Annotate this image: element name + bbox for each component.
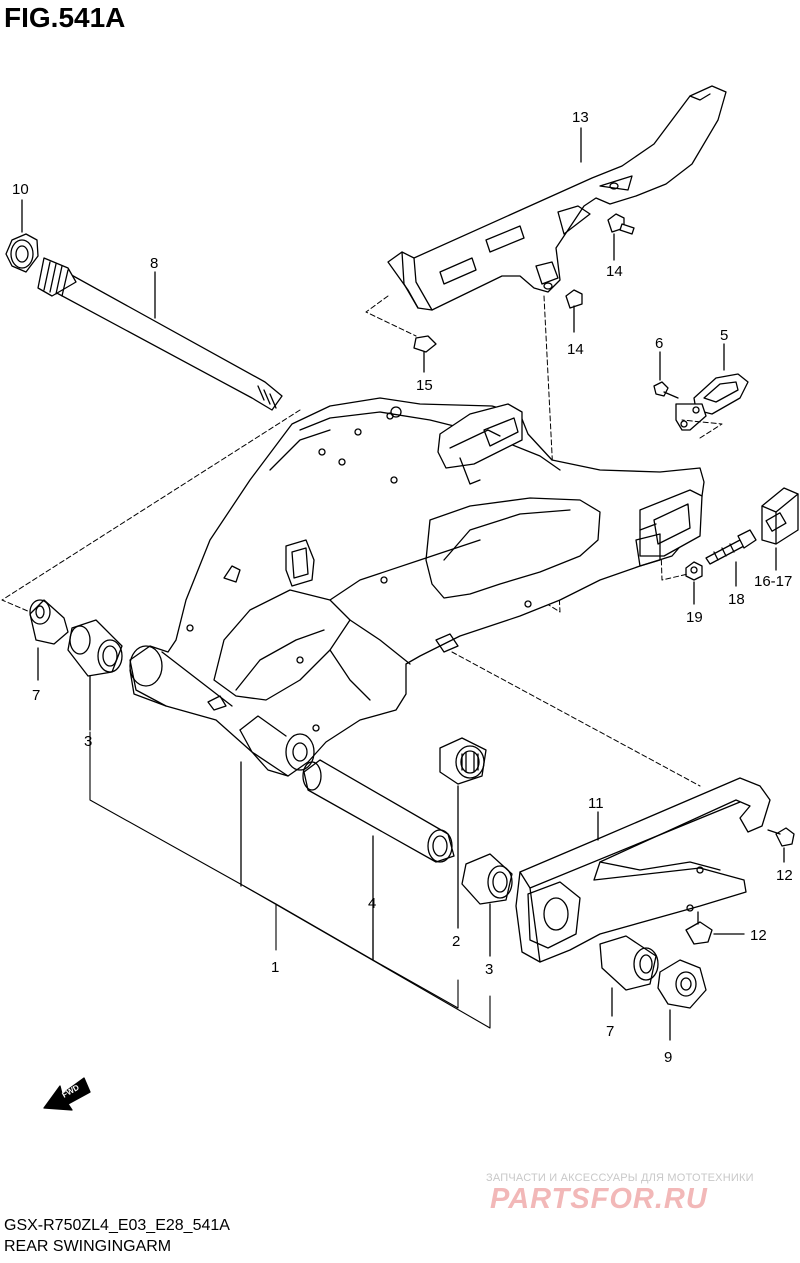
callout-12-lower: 12 (750, 927, 767, 944)
callout-9: 9 (664, 1049, 672, 1066)
callout-19: 19 (686, 609, 703, 626)
part-4-pivot-sleeve (303, 760, 454, 960)
figure-caption: REAR SWINGINGARM (4, 1238, 172, 1255)
figure-title: FIG.541A (4, 2, 126, 33)
part-7-spacer-right (600, 936, 658, 1016)
callout-1: 1 (271, 959, 279, 976)
part-3-bearing-left (68, 620, 122, 730)
part-12-screw-lower (686, 912, 744, 944)
callout-14-lower: 14 (567, 341, 584, 358)
part-14-bolt-lower (566, 290, 582, 332)
callout-7-left: 7 (32, 687, 40, 704)
part-6-screw (654, 352, 678, 398)
part-16-17-chain-adjuster (762, 488, 798, 570)
callout-11: 11 (588, 795, 604, 812)
callout-13: 13 (572, 109, 589, 126)
part-1-swingarm (130, 398, 704, 886)
part-3-bearing-right (462, 854, 512, 956)
callout-8: 8 (150, 255, 158, 272)
part-5-stand-hook (676, 344, 748, 430)
callout-14-upper: 14 (606, 263, 623, 280)
callout-2: 2 (452, 933, 460, 950)
part-11-chain-slider (516, 778, 770, 962)
callout-4: 4 (368, 895, 376, 912)
leader-lines (90, 732, 490, 1028)
callout-12-upper: 12 (776, 867, 793, 884)
part-12-screw-upper (768, 828, 794, 862)
part-7-spacer-left (30, 600, 68, 680)
callout-7-right: 7 (606, 1023, 614, 1040)
part-18-adjuster-bolt (706, 530, 756, 586)
callout-5: 5 (720, 327, 728, 344)
part-2-needle-bearing (440, 738, 486, 928)
fwd-arrow-icon: FWD (43, 1077, 91, 1111)
part-14-bolt-upper (608, 214, 634, 260)
callout-18: 18 (728, 591, 745, 608)
part-15-clip (414, 336, 436, 372)
callout-6: 6 (655, 335, 663, 352)
watermark-logo: PARTSFOR.RU (490, 1183, 708, 1215)
watermark-tagline: ЗАПЧАСТИ И АКСЕССУАРЫ ДЛЯ МОТОТЕХНИКИ (486, 1172, 754, 1184)
model-code: GSX-R750ZL4_E03_E28_541A (4, 1217, 230, 1234)
callout-15: 15 (416, 377, 433, 394)
callout-16-17: 16-17 (754, 573, 792, 590)
part-9-pivot-nut (658, 960, 706, 1040)
callout-10: 10 (12, 181, 29, 198)
part-8-pivot-shaft (38, 258, 282, 410)
callout-3-left: 3 (84, 733, 92, 750)
part-19-nut (686, 562, 702, 604)
callout-3-right: 3 (485, 961, 493, 978)
part-10-locknut (6, 200, 38, 272)
part-13-chain-cover (388, 86, 726, 310)
